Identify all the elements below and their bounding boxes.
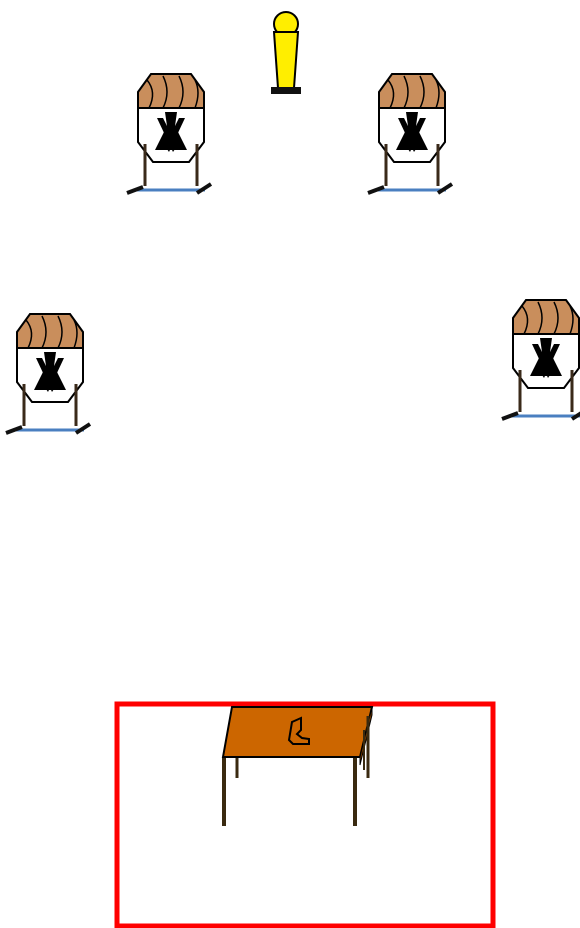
table bbox=[223, 707, 372, 826]
target-3 bbox=[6, 314, 90, 433]
target-2 bbox=[368, 74, 452, 193]
target-4 bbox=[502, 300, 580, 419]
target-1 bbox=[127, 74, 211, 193]
popper bbox=[271, 12, 301, 94]
